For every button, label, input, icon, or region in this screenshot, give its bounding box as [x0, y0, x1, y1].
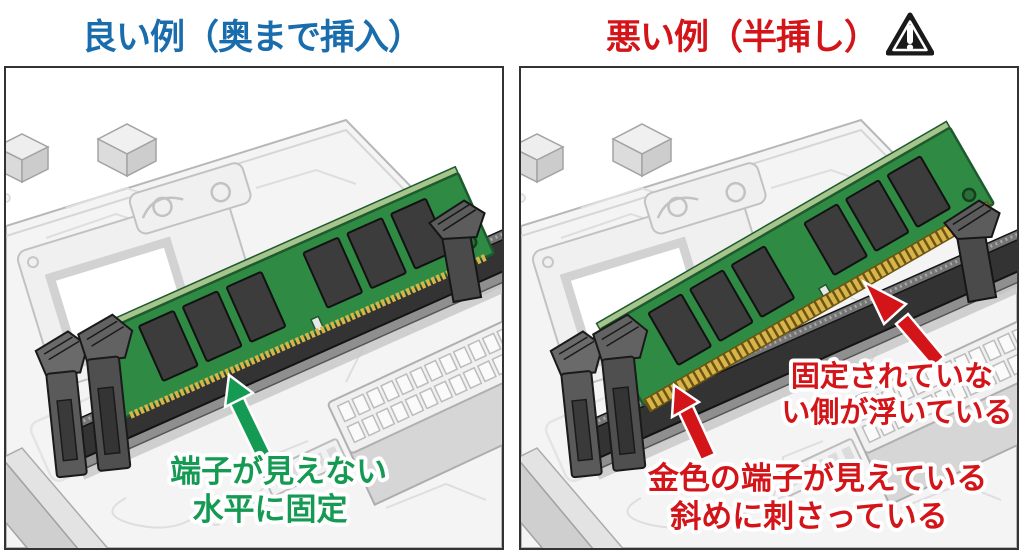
- good-example-panel: 端子が見えない 水平に固定: [4, 66, 504, 550]
- good-caption: 端子が見えない 水平に固定: [170, 454, 398, 528]
- good-example-title: 良い例（奥まで挿入）: [4, 6, 500, 62]
- bad-example-panel: 固定されていな い側が浮いている 金色の端子が見えている 斜めに刺さっている: [519, 66, 1019, 550]
- ram-module-tilted: [587, 120, 996, 413]
- warning-triangle-icon: [886, 12, 934, 56]
- bad-title-text: 悪い例（半挿し）: [605, 17, 879, 58]
- bad-floating-caption: 固定されていな い側が浮いている: [781, 359, 1012, 429]
- ram-module-seated: [76, 165, 496, 423]
- bad-example-title: 悪い例（半挿し）: [522, 6, 1018, 62]
- good-up-arrow: [223, 372, 274, 464]
- bad-example-illustration: 固定されていな い側が浮いている 金色の端子が見えている 斜めに刺さっている: [521, 68, 1017, 548]
- good-example-illustration: 端子が見えない 水平に固定: [6, 68, 502, 548]
- bad-terminal-caption: 金色の端子が見えている 斜めに刺さっている: [647, 461, 998, 535]
- bad-terminal-arrow: [670, 382, 717, 462]
- bad-floating-arrow: [861, 279, 946, 369]
- good-title-text: 良い例（奥まで挿入）: [81, 17, 423, 58]
